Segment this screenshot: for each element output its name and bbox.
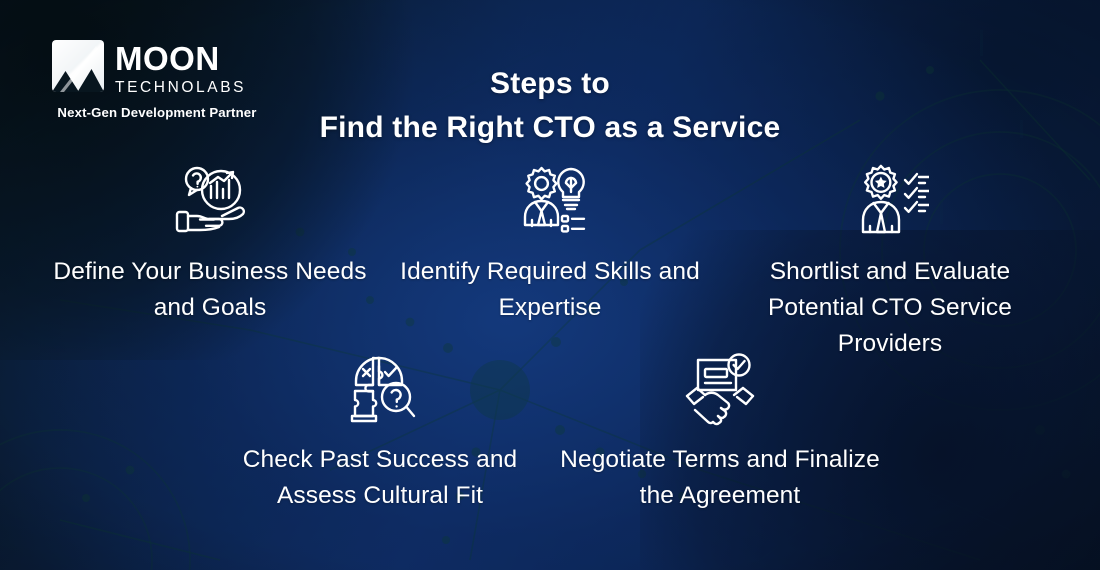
hand-holding-growth-chart-question-icon: [170, 162, 250, 240]
logo-subname: TECHNOLABS: [115, 79, 247, 96]
title-line-2: Find the Right CTO as a Service: [319, 111, 781, 144]
step-item-3: Shortlist and Evaluate Potential CTO Ser…: [720, 162, 1060, 362]
step-label-3: Shortlist and Evaluate Potential CTO Ser…: [767, 258, 1013, 357]
title-line-1: Steps to: [490, 67, 610, 100]
step-label-5: Negotiate Terms and Finalize the Agreeme…: [560, 446, 880, 509]
step-item-5: Negotiate Terms and Finalize the Agreeme…: [550, 350, 890, 514]
person-star-gear-head-checklist-icon: [850, 162, 930, 240]
step-label-2: Identify Required Skills and Expertise: [400, 258, 700, 321]
step-label-1: Define Your Business Needs and Goals: [53, 258, 367, 321]
puzzle-pieces-magnifier-question-icon: [340, 350, 420, 428]
step-label-4: Check Past Success and Assess Cultural F…: [242, 446, 518, 509]
person-gear-head-lightbulb-checklist-icon: [510, 162, 590, 240]
steps-row-bottom: Check Past Success and Assess Cultural F…: [0, 350, 1100, 514]
page-title: Steps to Find the Right CTO as a Service: [0, 62, 1100, 150]
brand-logo: MOON TECHNOLABS Next-Gen Development Par…: [52, 40, 262, 120]
step-item-1: Define Your Business Needs and Goals: [40, 162, 380, 362]
steps-row-top: Define Your Business Needs and Goals: [0, 162, 1100, 362]
logo-name: MOON: [115, 40, 220, 77]
mountain-logo-icon: [52, 40, 104, 92]
logo-row: MOON TECHNOLABS: [52, 40, 262, 96]
step-item-2: Identify Required Skills and Expertise: [380, 162, 720, 362]
logo-tagline: Next-Gen Development Partner: [57, 104, 257, 120]
handshake-verified-document-icon: [680, 350, 760, 428]
step-item-4: Check Past Success and Assess Cultural F…: [210, 350, 550, 514]
logo-wordmark: MOON TECHNOLABS: [115, 40, 246, 96]
